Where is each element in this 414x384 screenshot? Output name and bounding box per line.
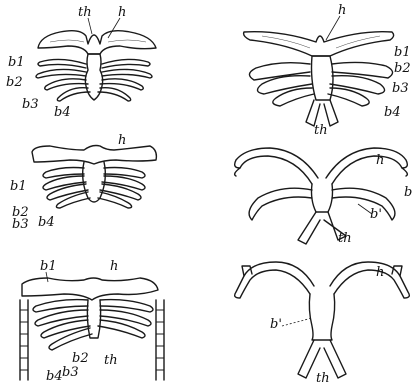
fig1-label-h: h: [118, 5, 126, 20]
fig3-label-b1: b1: [10, 179, 27, 194]
fig2-label-b3: b3: [392, 81, 409, 96]
fig6-label-b-prime: b': [270, 317, 282, 332]
hyoid-bar: [38, 31, 156, 54]
fig1-label-b3: b3: [22, 97, 39, 112]
fig5-label-b3: b3: [62, 365, 79, 380]
hyoid-bar: [244, 32, 394, 56]
fig2-label-b1: b1: [394, 45, 411, 60]
fig2-label-b4: b4: [384, 105, 401, 120]
fig3-label-b3: b3: [12, 217, 29, 232]
figure-6: h b' th: [235, 262, 410, 384]
fig5-label-h: h: [110, 259, 118, 274]
figure-3: h b1 b2 b3 b4: [10, 133, 156, 232]
fig3-label-h: h: [118, 133, 126, 148]
figure-1: th h b1 b2 b3 b4: [6, 5, 156, 120]
fig4-label-b-prime: b': [370, 207, 382, 222]
hyoid-bar: [32, 146, 156, 165]
fig6-label-h: h: [376, 265, 384, 280]
fig1-label-th: th: [78, 5, 92, 20]
fig1-label-b4: b4: [54, 105, 71, 120]
fig2-label-h: h: [338, 3, 346, 18]
fig1-label-b1: b1: [8, 55, 25, 70]
fig5-label-b2: b2: [72, 351, 89, 366]
figure-2: h b1 b2 b3 b4 th: [244, 3, 411, 138]
fig4-label-h: h: [376, 153, 384, 168]
fig2-label-th: th: [314, 123, 328, 138]
fig4-label-th: th: [338, 231, 352, 246]
fig4-label-b: b: [404, 185, 412, 200]
fig5-label-th: th: [104, 353, 118, 368]
fig1-label-b2: b2: [6, 75, 23, 90]
fig3-label-b4: b4: [38, 215, 55, 230]
figure-5: b1 h b2 b3 b4 th: [20, 259, 164, 384]
hyoid-bar: [22, 278, 158, 300]
fig6-label-th: th: [316, 371, 330, 384]
fig5-label-b4: b4: [46, 369, 63, 384]
figure-4: h b b' th: [235, 148, 413, 246]
basibranchial: [85, 54, 102, 100]
fig5-label-b1: b1: [40, 259, 57, 274]
fig2-label-b2: b2: [394, 61, 411, 76]
